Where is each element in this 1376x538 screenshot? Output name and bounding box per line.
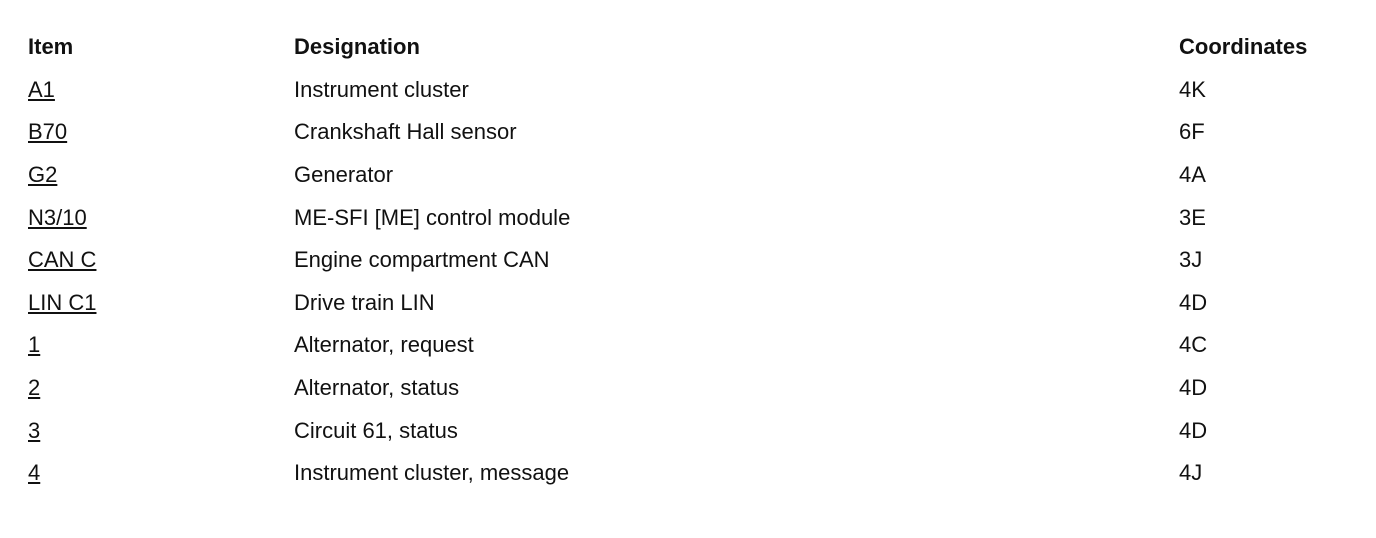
header-designation: Designation [294,34,420,60]
item-cell: 4 [28,452,294,495]
table-row: 1 Alternator, request 4C [28,324,1348,367]
table-row: B70 Crankshaft Hall sensor 6F [28,111,1348,154]
table-row: 3 Circuit 61, status 4D [28,409,1348,452]
designation-cell: Engine compartment CAN [294,247,550,273]
coordinates-cell: 3J [1179,247,1203,273]
table-row: G2 Generator 4A [28,154,1348,197]
coordinates-cell: 4D [1179,289,1208,315]
designation-cell: ME-SFI [ME] control module [294,204,571,230]
designation-cell: Drive train LIN [294,289,435,315]
designation-cell: Crankshaft Hall sensor [294,119,517,145]
item-link-2[interactable]: 2 [28,375,41,401]
coordinates-cell: 4A [1179,162,1206,188]
table-row: N3/10 ME-SFI [ME] control module 3E [28,196,1348,239]
coordinates-cell: 4J [1179,460,1203,486]
item-link-3[interactable]: 3 [28,417,41,443]
table-row: 2 Alternator, status 4D [28,367,1348,410]
item-link-can-c[interactable]: CAN C [28,247,97,273]
component-legend-table: Item Designation Coordinates A1 Instrume… [28,26,1348,495]
item-cell: N3/10 [28,196,294,239]
table-row: LIN C1 Drive train LIN 4D [28,282,1348,325]
designation-cell: Instrument cluster [294,76,469,102]
coordinates-cell: 4C [1179,332,1208,358]
item-cell: 1 [28,324,294,367]
header-coordinates: Coordinates [1179,34,1308,60]
item-cell: LIN C1 [28,282,294,325]
table-row: A1 Instrument cluster 4K [28,69,1348,112]
item-link-a1[interactable]: A1 [28,76,55,102]
coordinates-cell: 4D [1179,375,1208,401]
table-row: CAN C Engine compartment CAN 3J [28,239,1348,282]
header-item: Item [28,34,74,60]
item-cell: A1 [28,69,294,112]
coordinates-cell: 3E [1179,204,1206,230]
coordinates-cell: 4K [1179,76,1206,102]
coordinates-cell: 4D [1179,417,1208,443]
designation-cell: Generator [294,162,394,188]
item-cell: G2 [28,154,294,197]
item-cell: 2 [28,367,294,410]
designation-cell: Alternator, status [294,375,460,401]
designation-cell: Alternator, request [294,332,474,358]
item-link-1[interactable]: 1 [28,332,41,358]
item-link-lin-c1[interactable]: LIN C1 [28,289,97,315]
item-link-g2[interactable]: G2 [28,162,58,188]
table-row: 4 Instrument cluster, message 4J [28,452,1348,495]
item-cell: 3 [28,409,294,452]
item-cell: B70 [28,111,294,154]
item-cell: CAN C [28,239,294,282]
coordinates-cell: 6F [1179,119,1205,145]
table-header-row: Item Designation Coordinates [28,26,1348,69]
designation-cell: Instrument cluster, message [294,460,570,486]
designation-cell: Circuit 61, status [294,417,458,443]
table-body: A1 Instrument cluster 4K B70 Crankshaft … [28,69,1348,495]
item-link-b70[interactable]: B70 [28,119,68,145]
item-link-n3-10[interactable]: N3/10 [28,204,87,230]
item-link-4[interactable]: 4 [28,460,41,486]
